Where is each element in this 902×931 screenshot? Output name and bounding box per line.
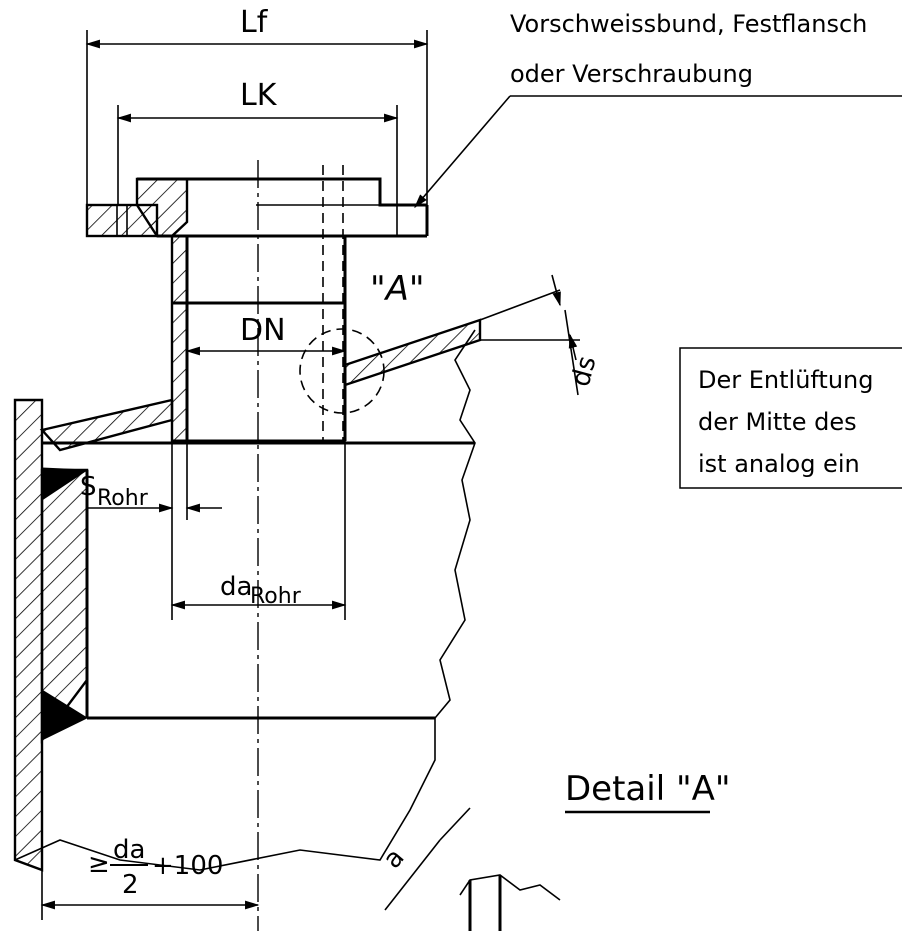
label-lk: LK (240, 78, 278, 113)
label-da: da (220, 572, 252, 602)
label-s-sub: Rohr (97, 486, 149, 511)
label-dn: DN (240, 313, 286, 348)
label-offset-num: da (113, 835, 145, 865)
detail-title: Detail "A" (565, 769, 731, 809)
label-ds: ds (566, 353, 603, 390)
note-line-2: der Mitte des (698, 408, 857, 436)
callout-line-2: oder Verschraubung (510, 60, 753, 88)
dimensions (40, 30, 902, 931)
detail-circle (299, 328, 385, 414)
label-detail-a: a (377, 843, 410, 874)
callout-line-1: Vorschweissbund, Festflansch (510, 10, 867, 38)
note-line-1: Der Entlüftung (698, 366, 874, 394)
note-box (679, 347, 902, 489)
label-offset-ge: ≥ (88, 849, 110, 879)
label-da-sub: Rohr (250, 584, 302, 609)
label-offset-den: 2 (122, 870, 139, 900)
note-line-3: ist analog ein (698, 450, 860, 478)
label-offset-plus: +100 (152, 851, 223, 881)
label-lf: Lf (240, 5, 269, 40)
label-detail-marker: "A" (370, 269, 425, 309)
vent-pipe (299, 318, 482, 414)
nozzle-pipe (170, 234, 347, 443)
label-s: S (80, 472, 97, 502)
